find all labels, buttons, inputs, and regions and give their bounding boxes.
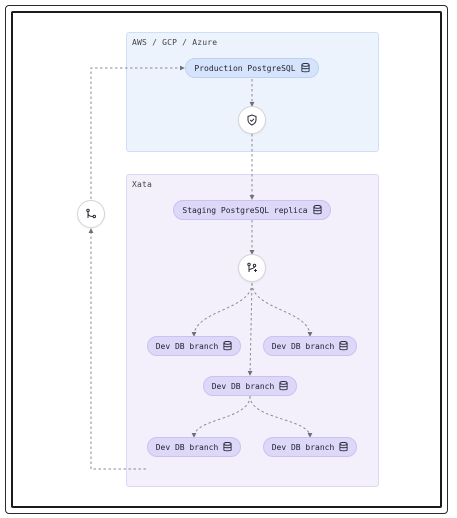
merge-connector (77, 200, 105, 228)
node-dev-label: Dev DB branch (271, 341, 335, 351)
edge-branch-to-dev-middle (247, 282, 253, 376)
node-production-label: Production PostgreSQL (194, 63, 296, 73)
branch-connector (238, 254, 266, 282)
edge-branch-to-dev-right (251, 282, 313, 337)
node-dev-label: Dev DB branch (155, 442, 219, 452)
git-branch-plus-icon (247, 262, 257, 272)
database-icon (223, 341, 232, 351)
node-dev-branch-middle[interactable]: Dev DB branch (203, 376, 297, 396)
xata-region-label: Xata (132, 180, 153, 189)
node-staging-label: Staging PostgreSQL replica (182, 205, 308, 215)
cloud-region-label: AWS / GCP / Azure (132, 38, 218, 47)
node-dev-label: Dev DB branch (155, 341, 219, 351)
database-icon (339, 341, 348, 351)
node-dev-branch-bottom-left[interactable]: Dev DB branch (147, 437, 241, 457)
shield-check-icon (247, 114, 257, 126)
git-merge-icon (86, 208, 97, 219)
database-icon (313, 205, 322, 215)
shield-connector (238, 106, 266, 134)
database-icon (301, 63, 310, 73)
node-production-postgresql[interactable]: Production PostgreSQL (185, 58, 319, 78)
node-dev-label: Dev DB branch (211, 381, 275, 391)
edge-dev-middle-to-bottom-right (249, 395, 313, 438)
edge-branch-to-dev-left (191, 282, 253, 337)
edge-dev-middle-to-bottom-left (191, 395, 251, 438)
node-staging-replica[interactable]: Staging PostgreSQL replica (173, 200, 331, 220)
database-icon (223, 442, 232, 452)
node-dev-label: Dev DB branch (271, 442, 335, 452)
node-dev-branch-left[interactable]: Dev DB branch (147, 336, 241, 356)
edge-bottom-left-to-merge (88, 228, 146, 470)
database-icon (339, 442, 348, 452)
database-icon (279, 381, 288, 391)
node-dev-branch-bottom-right[interactable]: Dev DB branch (263, 437, 357, 457)
node-dev-branch-right[interactable]: Dev DB branch (263, 336, 357, 356)
edge-merge-to-production (90, 65, 185, 199)
